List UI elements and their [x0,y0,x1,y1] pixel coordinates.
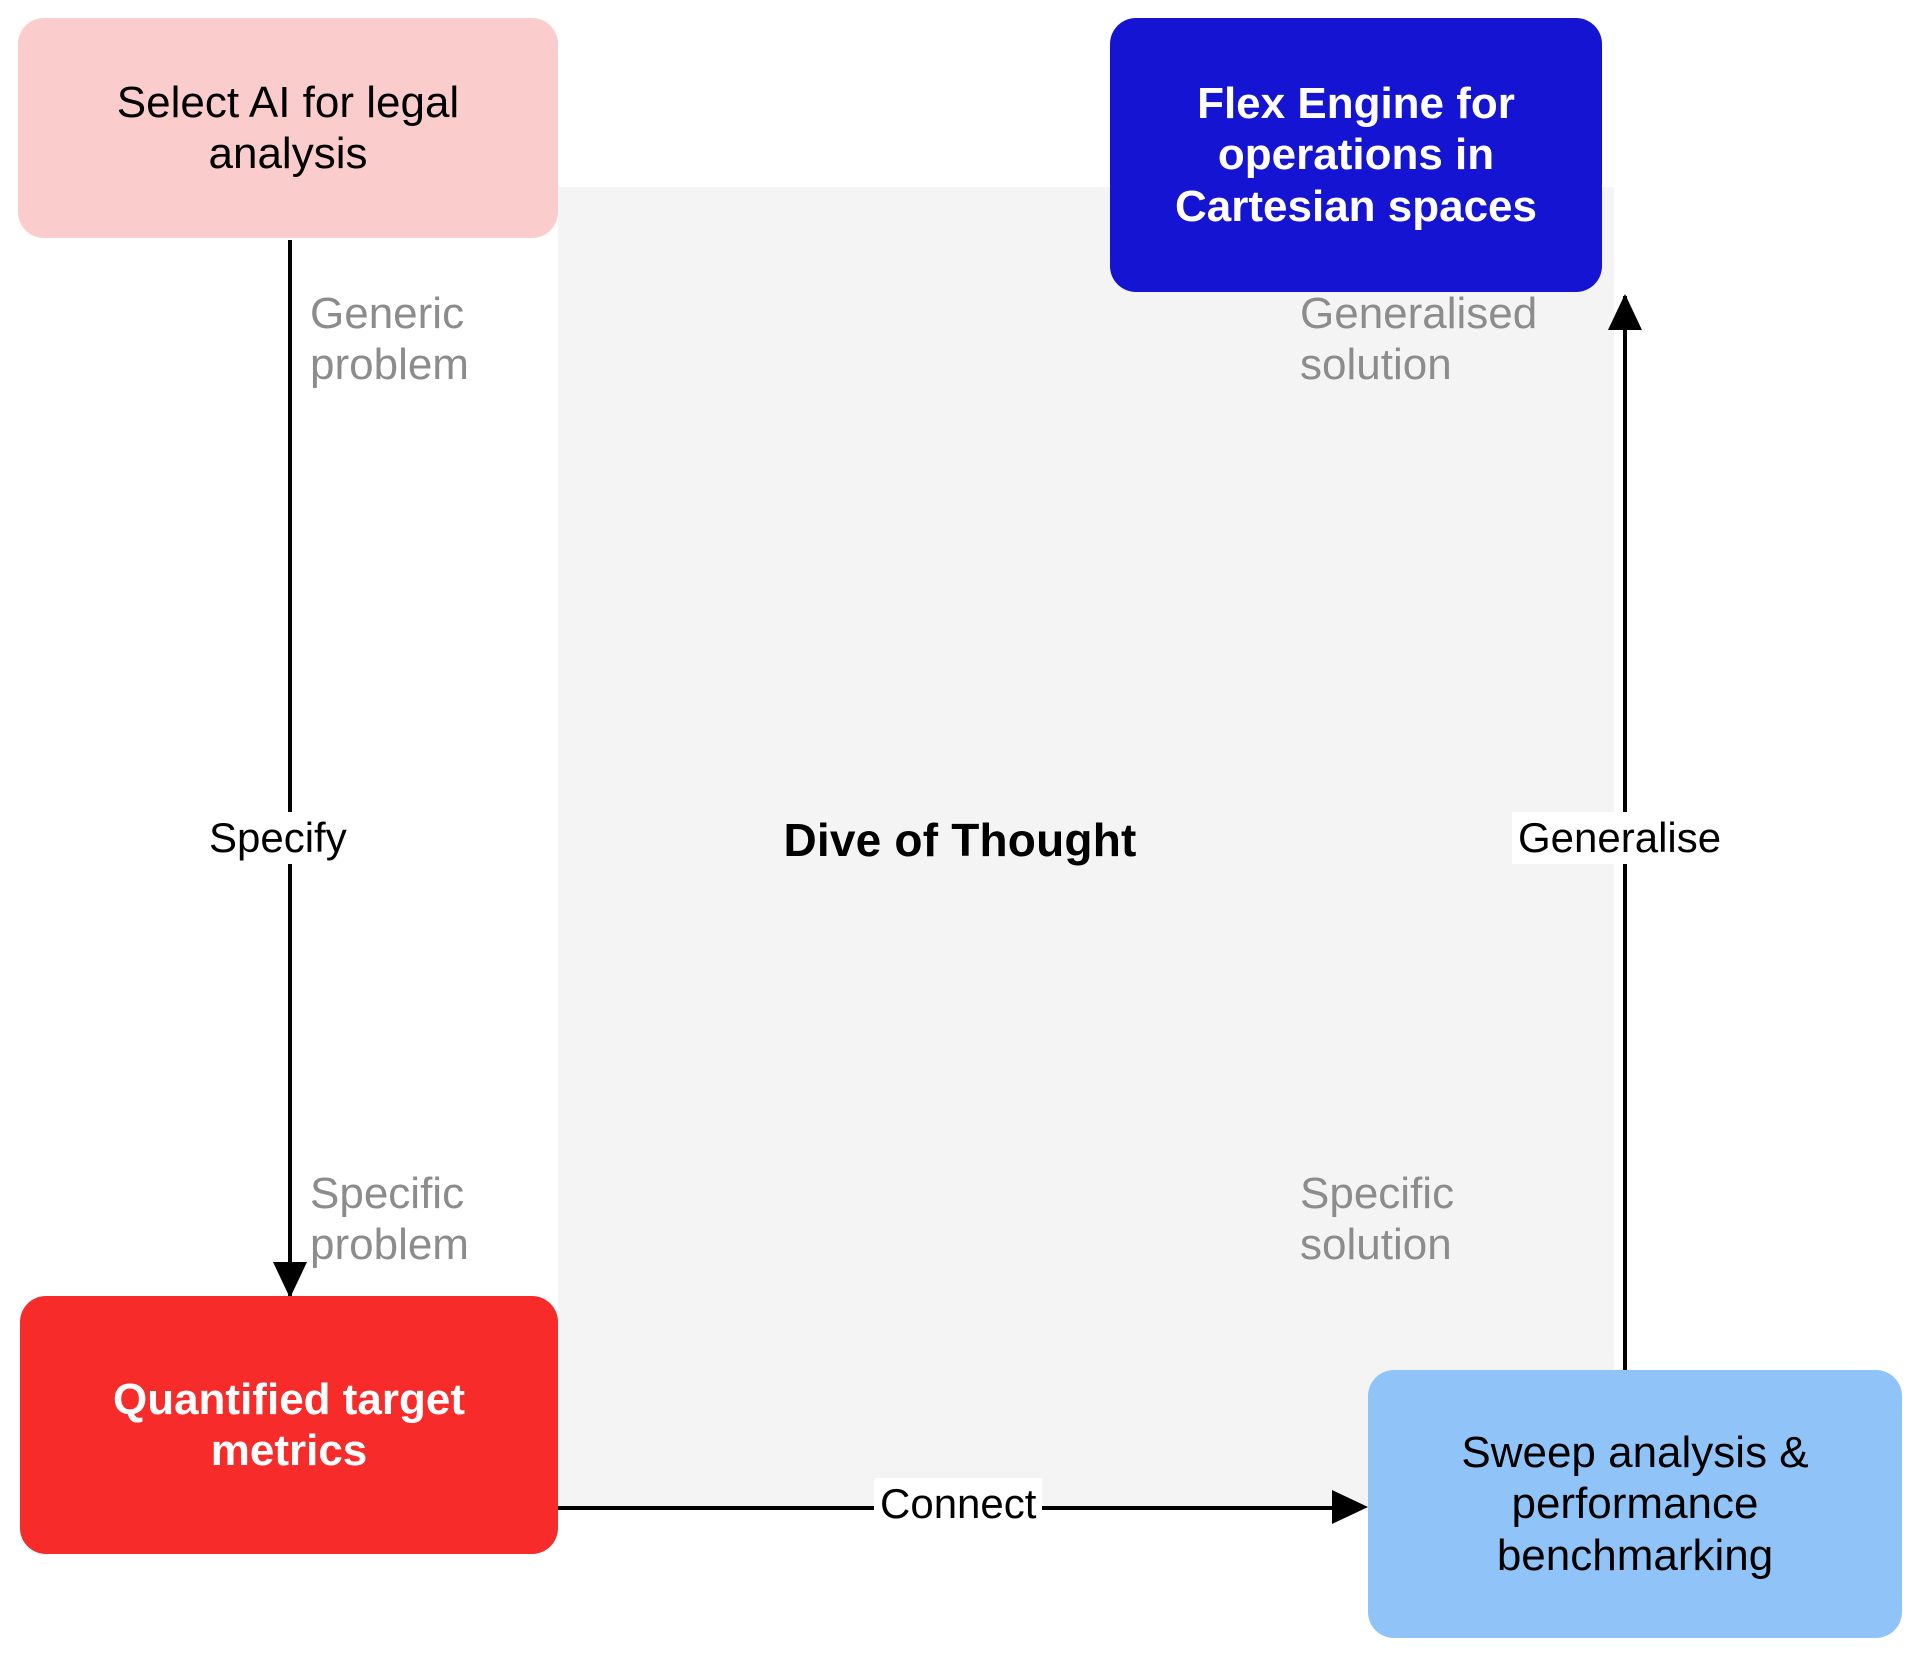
node-specific-problem-text: Quantified target metrics [112,1374,466,1475]
dive-of-thought-label: Dive of Thought [783,814,1137,866]
label-generalised-solution: Generalised solution [1300,289,1538,390]
node-generalised-solution[interactable]: Flex Engine for operations in Cartesian … [1110,18,1602,292]
label-specific-problem: Specific problem [310,1169,469,1270]
node-generalised-solution-text: Flex Engine for operations in Cartesian … [1175,78,1537,231]
label-specific-solution: Specific solution [1300,1169,1455,1270]
edge-label-generalise: Generalise [1512,812,1728,865]
node-generic-problem[interactable]: Select AI for legal analysis [18,18,558,238]
dive-of-thought-panel [558,187,1614,1509]
specify-arrow-head [273,1262,307,1298]
label-generic-problem: Generic problem [310,289,469,390]
node-specific-problem[interactable]: Quantified target metrics [20,1296,558,1554]
node-generic-problem-text: Select AI for legal analysis [116,77,460,178]
edge-label-specify: Specify [203,812,353,865]
specify-arrow-line [288,240,292,1298]
edge-label-connect: Connect [874,1478,1043,1531]
node-specific-solution[interactable]: Sweep analysis & performance benchmarkin… [1368,1370,1902,1638]
generalise-arrow-head [1608,294,1642,330]
connect-arrow-head [1332,1490,1368,1524]
node-specific-solution-text: Sweep analysis & performance benchmarkin… [1461,1427,1809,1580]
